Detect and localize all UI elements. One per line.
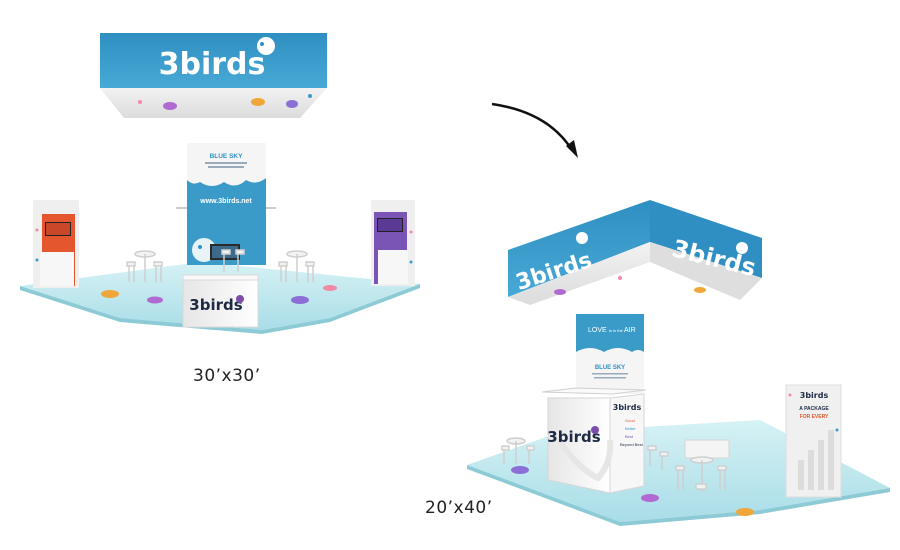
booth-2-tagline-blue-sky: BLUE SKY — [595, 365, 625, 371]
booth-2-small-counter — [684, 439, 730, 459]
booth-1-header-logo: 3birds — [159, 47, 266, 82]
bird-logo-icon — [736, 242, 748, 254]
booth-size-caption-30x30: 30’x30’ — [193, 366, 261, 386]
booth-1-hanging-sign: 3birds — [100, 33, 327, 118]
booth-1-left-kiosk — [33, 200, 79, 288]
booth-2-side-logo: 3birds — [613, 403, 642, 412]
booth-1-floor-edge — [20, 286, 262, 334]
booth-2-tower-line-1: A PACKAGE — [799, 406, 829, 412]
booth-2-item-1: Good — [625, 418, 635, 423]
booth-2-tower-logo: 3birds — [800, 391, 829, 400]
booth-2-center-tower: LOVE is in the AIR BLUE SKY — [576, 314, 644, 394]
booth-2-item-2: Better — [625, 426, 636, 431]
bird-logo-icon — [591, 426, 599, 434]
booth-size-caption-20x40: 20’x40’ — [425, 498, 493, 518]
bird-logo-icon — [257, 37, 275, 55]
booth-30x30: 3birds BLUE SKY www.3birds.net — [20, 33, 420, 334]
booth-1-counter: 3birds — [182, 274, 259, 328]
booth-2-item-4: Beyond Best — [620, 442, 644, 447]
booth-2-item-3: Best — [625, 434, 634, 439]
booth-2-right-tower: 3birds A PACKAGE FOR EVERY — [785, 384, 842, 498]
booth-2-furniture — [501, 437, 727, 492]
booth-2-tagline-air: AIR — [624, 327, 636, 334]
booth-2-tower-line-2: FOR EVERY — [800, 414, 829, 420]
booth-1-furniture — [126, 249, 315, 282]
transition-arrow — [491, 102, 578, 158]
booth-2-counter-cube: 3birds 3birds Good Better Best Beyond Be… — [541, 387, 647, 494]
booth-2-tagline-love: LOVE — [588, 327, 607, 334]
booth-20x40: 3birds 3birds LOVE is in the AIR BLUE SK… — [467, 200, 890, 526]
booth-2-cube-logo: 3birds — [547, 428, 600, 446]
bird-logo-icon — [236, 295, 244, 303]
booth-1-right-kiosk — [371, 200, 415, 286]
booth-2-hanging-sign: 3birds 3birds — [508, 200, 762, 305]
booth-1-website: www.3birds.net — [199, 198, 252, 205]
booth-2-tagline-small: is in the — [609, 328, 624, 333]
booth-1-counter-logo: 3birds — [189, 296, 242, 314]
bird-logo-icon — [576, 232, 588, 244]
booth-1-tower-tagline: BLUE SKY — [210, 153, 244, 160]
arrow-head-icon — [566, 140, 578, 158]
